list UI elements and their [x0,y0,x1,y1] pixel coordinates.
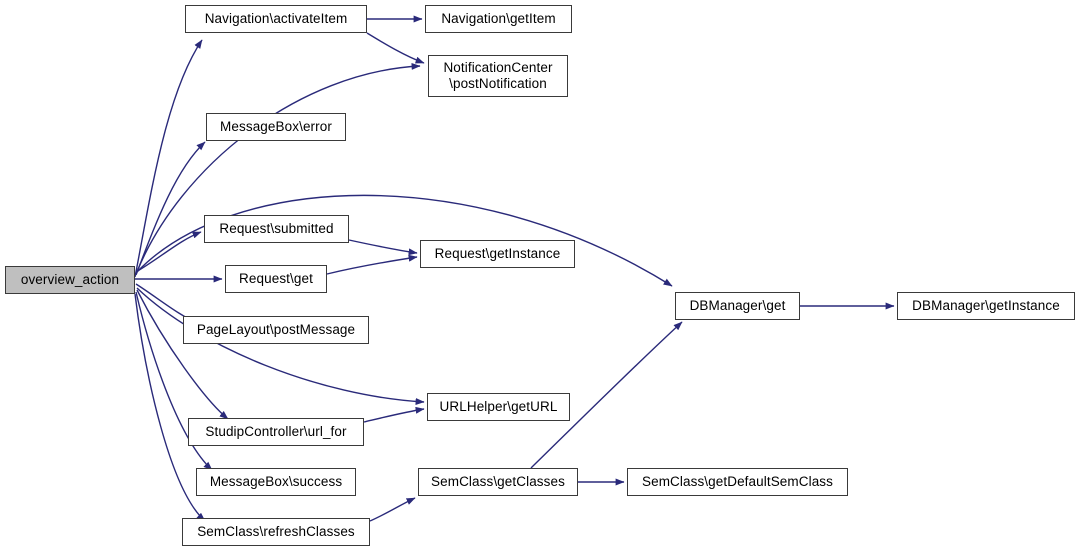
node-label-nav_activate: Navigation\activateItem [204,11,348,27]
node-label-req_submitted: Request\submitted [219,221,334,237]
node-label-dbmanager_get: DBManager\get [689,298,786,314]
node-label-semclass_refresh: SemClass\refreshClasses [197,524,355,540]
node-urlhelper_geturl[interactable]: URLHelper\getURL [427,393,570,421]
node-label-studip_urlfor: StudipController\url_for [205,424,347,440]
node-label-msgbox_error: MessageBox\error [220,119,332,135]
node-dbmanager_get[interactable]: DBManager\get [675,292,800,320]
node-pagelayout_post[interactable]: PageLayout\postMessage [183,316,369,344]
edge-semclass_refresh-to-semclass_getclasses [369,497,416,522]
edge-req_submitted-to-req_getinstance [348,239,418,256]
node-studip_urlfor[interactable]: StudipController\url_for [188,418,364,446]
node-msgbox_error[interactable]: MessageBox\error [206,113,346,141]
node-label-req_getinstance: Request\getInstance [434,246,561,262]
node-label-msgbox_success: MessageBox\success [209,474,343,490]
edge-nav_activate-to-notif_post [366,32,425,64]
node-req_get[interactable]: Request\get [225,265,327,293]
node-label-nav_getitem: Navigation\getItem [441,11,556,27]
node-semclass_getdefault[interactable]: SemClass\getDefaultSemClass [627,468,848,496]
edge-overview_action-to-nav_activate [134,39,203,278]
edge-overview_action-to-urlhelper_geturl [136,287,425,406]
edge-overview_action-to-studip_urlfor [136,289,229,420]
node-nav_getitem[interactable]: Navigation\getItem [425,5,572,33]
node-semclass_getclasses[interactable]: SemClass\getClasses [418,468,578,496]
node-semclass_refresh[interactable]: SemClass\refreshClasses [182,518,370,546]
edge-overview_action-to-msgbox_error [135,141,206,276]
edge-overview_action-to-req_submitted [135,231,202,273]
node-notif_post[interactable]: NotificationCenter \postNotification [428,55,568,97]
edge-studip_urlfor-to-urlhelper_geturl [363,406,425,423]
node-label-dbmanager_getinstance: DBManager\getInstance [912,298,1060,314]
edge-req_get-to-req_getinstance [326,254,418,275]
node-label-urlhelper_geturl: URLHelper\getURL [439,399,558,415]
node-label-req_get: Request\get [239,271,313,287]
node-label-semclass_getdefault: SemClass\getDefaultSemClass [641,474,834,490]
node-req_getinstance[interactable]: Request\getInstance [420,240,575,268]
node-label-notif_post: NotificationCenter \postNotification [443,60,553,91]
node-label-pagelayout_post: PageLayout\postMessage [196,322,356,338]
node-overview_action[interactable]: overview_action [5,266,135,294]
node-req_submitted[interactable]: Request\submitted [204,215,349,243]
node-dbmanager_getinstance[interactable]: DBManager\getInstance [897,292,1075,320]
node-nav_activate[interactable]: Navigation\activateItem [185,5,367,33]
node-label-semclass_getclasses: SemClass\getClasses [431,474,565,490]
node-label-overview_action: overview_action [20,272,120,288]
node-msgbox_success[interactable]: MessageBox\success [196,468,356,496]
